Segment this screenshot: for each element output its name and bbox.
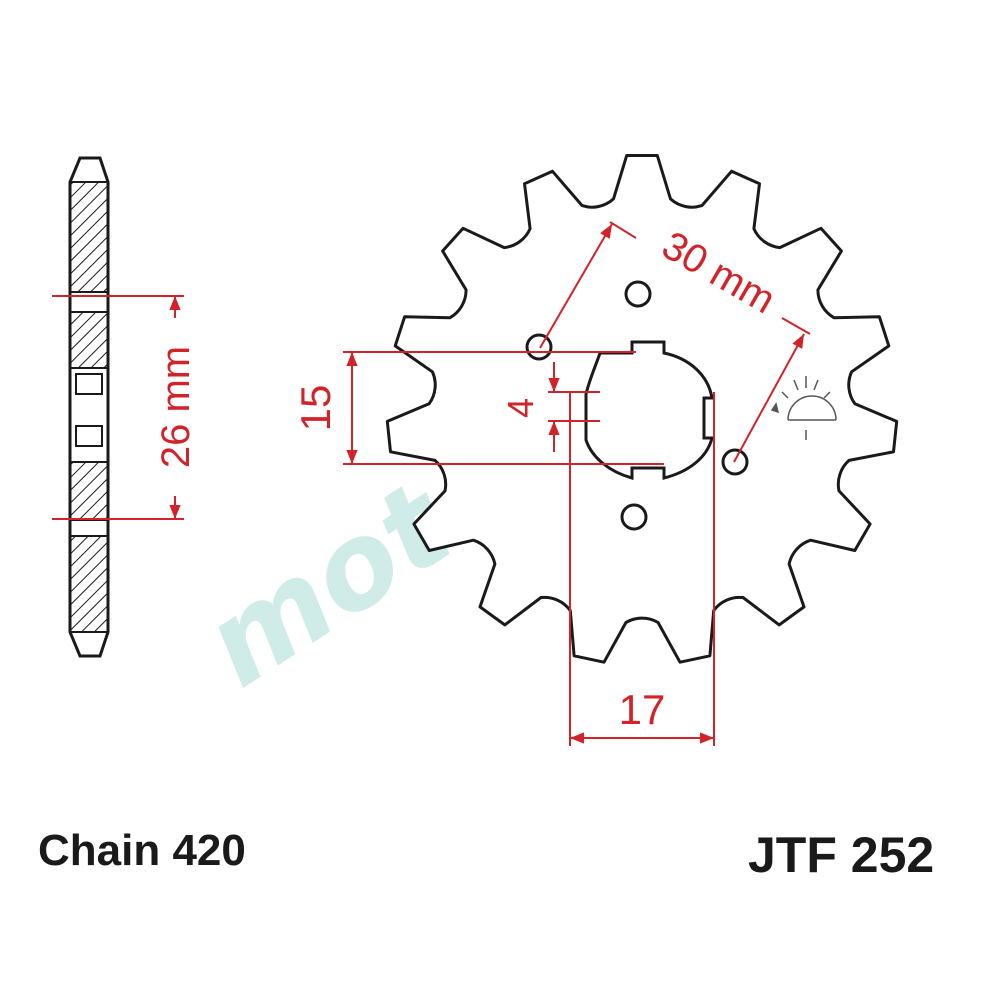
side-dimension xyxy=(52,295,184,520)
side-view xyxy=(68,156,110,658)
spline-width-label: 4 xyxy=(500,398,541,418)
front-dimensions xyxy=(343,221,811,746)
bolt-hole-top xyxy=(624,280,652,308)
side-hatch-bottom xyxy=(69,535,109,633)
spline-bore xyxy=(584,340,714,480)
chain-size-label: Chain 420 xyxy=(38,826,246,875)
spline-height-label: 15 xyxy=(292,385,339,432)
side-dimension-label: 26 mm xyxy=(154,346,198,468)
rotation-direction-icon xyxy=(770,376,837,440)
side-hub-slot-2 xyxy=(75,425,103,447)
side-hatch-upper xyxy=(69,311,109,369)
part-number-label: JTF 252 xyxy=(748,827,935,883)
side-hatch-lower xyxy=(69,461,109,521)
side-hatch-top xyxy=(69,181,109,293)
bolt-hole-left xyxy=(525,333,553,361)
bolt-hole-bottom xyxy=(620,503,648,531)
inner-diameter-label: 17 xyxy=(619,686,666,733)
side-hub-slot-1 xyxy=(75,373,103,395)
